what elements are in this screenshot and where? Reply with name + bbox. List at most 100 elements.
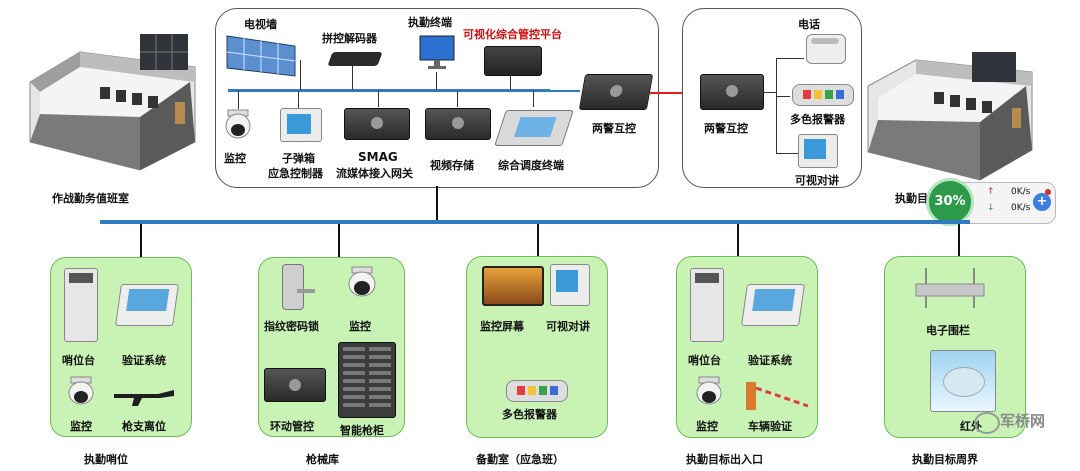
two-police-label: 两警互控	[592, 122, 636, 135]
upload-speed: 0K/s	[1011, 187, 1031, 197]
standby-item-2: 多色报警器	[502, 408, 557, 421]
red-link	[650, 92, 696, 94]
standby-alarm-icon	[506, 380, 568, 402]
sentry-item-0: 哨位台	[62, 354, 95, 367]
speed-percent-badge[interactable]: 30%	[926, 178, 974, 226]
standby-item-1: 可视对讲	[546, 320, 590, 333]
right-branch	[776, 96, 790, 97]
main-bus	[100, 220, 970, 224]
smag-gateway-label: 流媒体接入网关	[336, 167, 413, 180]
phone-icon	[806, 34, 846, 64]
bus-drop-standby	[537, 224, 539, 256]
drop-line	[300, 60, 301, 90]
barrier-gate-icon	[744, 376, 810, 416]
terminal-label: 执勤终端	[408, 16, 452, 29]
bus-drop-sentry	[140, 224, 142, 258]
sentry-camera-icon	[66, 376, 96, 412]
target-room-illustration	[862, 50, 1038, 182]
camera-icon	[222, 108, 254, 146]
sentry-desk-icon	[64, 268, 98, 342]
decoder-icon	[327, 52, 383, 66]
drop-line	[533, 91, 534, 107]
video-storage-icon	[425, 108, 491, 140]
gate-camera-icon	[694, 376, 724, 412]
perimeter-title: 执勤目标周界	[912, 453, 978, 466]
smag-label: SMAG	[358, 150, 398, 164]
gate-item-2: 监控	[696, 420, 718, 433]
emergency-controller-label: 应急控制器	[268, 167, 323, 180]
boost-button[interactable]: +	[1033, 193, 1051, 211]
tv-wall-icon	[225, 32, 297, 86]
electric-fence-icon	[910, 266, 990, 314]
environment-control-icon	[264, 368, 326, 402]
gate-item-3: 车辆验证	[748, 420, 792, 433]
two-police-device-icon	[578, 74, 654, 110]
right-branch	[776, 153, 798, 154]
drop-line	[298, 91, 299, 109]
smag-gateway-icon	[344, 108, 410, 140]
standby-item-0: 监控屏幕	[480, 320, 524, 333]
two-police-right-label: 两警互控	[704, 122, 748, 135]
video-storage-label: 视频存储	[430, 159, 474, 172]
right-link	[762, 92, 776, 93]
main-panel-bus	[228, 89, 550, 92]
gate-item-1: 验证系统	[748, 354, 792, 367]
perimeter-item-0: 电子围栏	[926, 324, 970, 337]
link-to-two-police	[550, 90, 580, 92]
monitor-label: 监控	[224, 152, 246, 165]
armory-item-0: 指纹密码锁	[264, 320, 319, 333]
arrow-up-icon: ↑	[987, 187, 995, 197]
right-branch	[776, 58, 804, 59]
intercom-panel-icon	[280, 108, 322, 142]
bus-drop-perimeter	[958, 224, 960, 258]
video-intercom-label: 可视对讲	[795, 174, 839, 187]
platform-server-icon	[484, 46, 542, 76]
sentry-title: 执勤哨位	[84, 453, 128, 466]
terminal-monitor-icon	[418, 34, 456, 76]
multicolor-alarm-icon	[792, 84, 854, 106]
verification-system-icon	[115, 284, 179, 326]
standby-title: 备勤室（应急班）	[476, 453, 564, 466]
alarm-label: 多色报警器	[790, 113, 845, 126]
tv-wall-label: 电视墙	[244, 18, 277, 31]
target-room-caption: 执勤目	[895, 192, 928, 205]
platform-label: 可视化综合管控平台	[463, 28, 562, 41]
duty-room-illustration	[20, 22, 202, 172]
fingerprint-lock-icon	[282, 264, 315, 310]
drop-line	[510, 74, 511, 90]
gate-sentry-desk-icon	[690, 268, 724, 342]
watermark-logo-icon	[974, 412, 1000, 434]
decoder-label: 拼控解码器	[322, 32, 377, 45]
infrared-sensor-icon	[930, 350, 996, 412]
bus-drop-gate	[737, 224, 739, 258]
gate-item-0: 哨位台	[688, 354, 721, 367]
gate-verification-icon	[741, 284, 805, 326]
sentry-item-1: 验证系统	[122, 354, 166, 367]
sentry-item-2: 监控	[70, 420, 92, 433]
armory-camera-icon	[346, 266, 378, 304]
drop-line	[378, 91, 379, 107]
standby-intercom-icon	[550, 264, 590, 306]
bullet-box-label: 子弹箱	[282, 152, 315, 165]
watermark-text: 军桥网	[1000, 412, 1046, 430]
dispatch-terminal-label: 综合调度终端	[498, 159, 564, 172]
notification-dot-icon	[1045, 189, 1051, 195]
monitor-screen-icon	[482, 266, 544, 306]
duty-room-caption: 作战勤务值班室	[52, 192, 129, 205]
armory-item-3: 智能枪柜	[340, 424, 384, 437]
dispatch-terminal-icon	[494, 110, 574, 146]
smart-gun-cabinet-icon	[338, 342, 396, 418]
drop-line	[457, 91, 458, 107]
rifle-icon	[112, 386, 176, 412]
drop-line	[352, 66, 353, 90]
phone-label: 电话	[798, 18, 820, 31]
download-speed: 0K/s	[1011, 203, 1031, 213]
drop-line	[238, 91, 239, 109]
right-branch	[776, 58, 777, 154]
two-police-device-right-icon	[700, 74, 764, 110]
gate-title: 执勤目标出入口	[686, 453, 763, 466]
arrow-down-icon: ↓	[987, 203, 995, 213]
bus-drop-armory	[338, 224, 340, 258]
drop-line	[436, 72, 437, 90]
panel-to-bus-line	[436, 186, 438, 220]
